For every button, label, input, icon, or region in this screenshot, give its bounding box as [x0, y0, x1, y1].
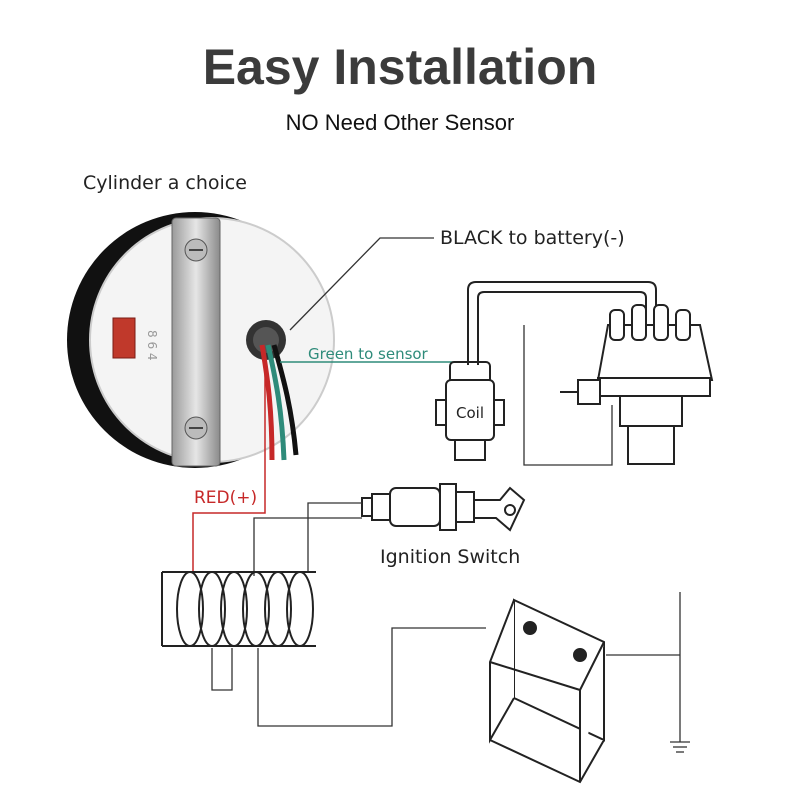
coil-label: Coil [456, 404, 484, 422]
key-icon [473, 486, 526, 532]
ignition-switch-label: Ignition Switch [380, 546, 520, 568]
cylinder-selector-switch [112, 317, 136, 359]
page-subtitle: NO Need Other Sensor [285, 110, 515, 135]
black-wire-label: BLACK to battery(-) [440, 227, 625, 249]
distributor [560, 304, 714, 465]
ignition-coil: Coil [435, 361, 505, 461]
black-wire-leader [289, 237, 434, 331]
gauge: 8 6 4 [67, 212, 335, 468]
battery [489, 598, 605, 784]
coil-symbol [161, 571, 316, 647]
green-wire-label: Green to sensor [308, 345, 429, 363]
svg-text:8 6 4: 8 6 4 [145, 330, 159, 361]
red-wire-label: RED(+) [194, 488, 257, 508]
page-title: Easy Installation [202, 39, 598, 95]
ignition-switch [361, 483, 526, 532]
cylinder-label: Cylinder a choice [83, 172, 247, 194]
mounting-bracket [171, 217, 221, 467]
red-wire-line [192, 360, 266, 572]
